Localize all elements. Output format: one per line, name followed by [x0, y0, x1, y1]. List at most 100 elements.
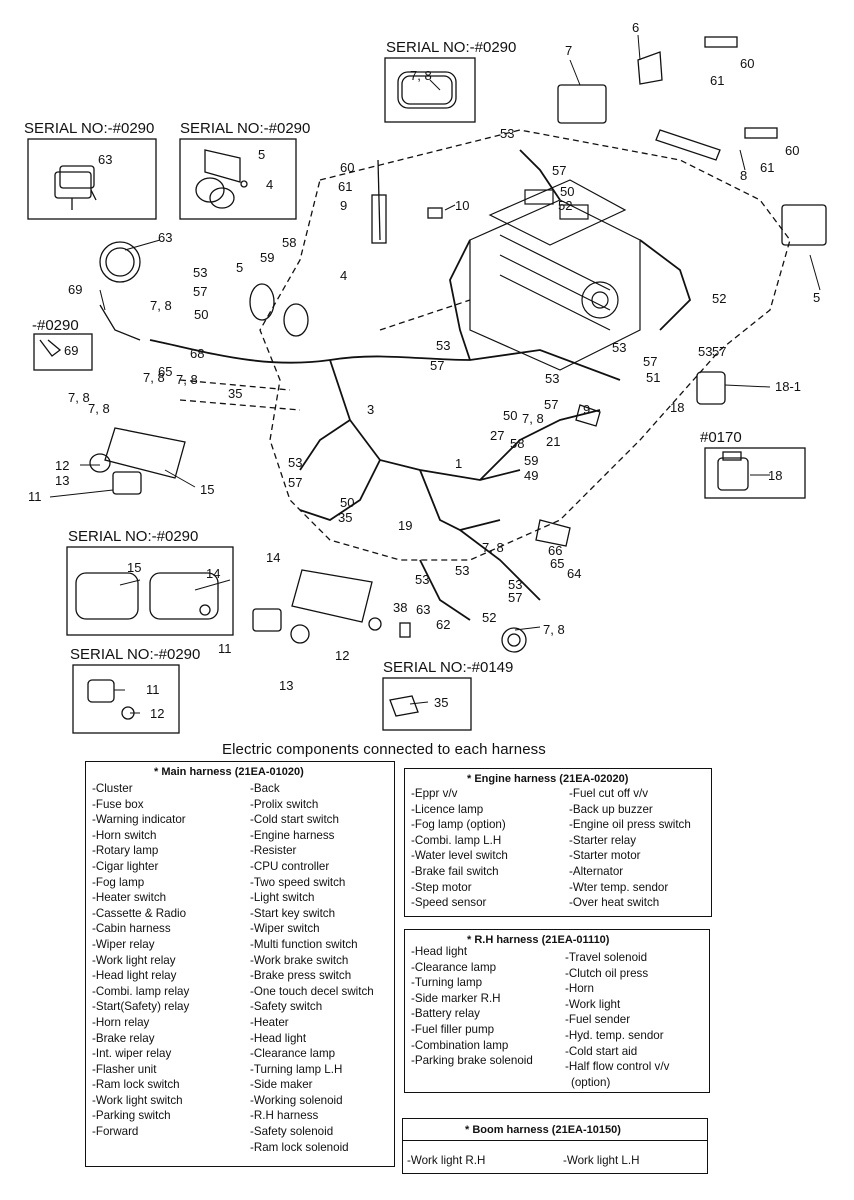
list-item: -Clearance lamp — [411, 960, 497, 974]
list-item: -One touch decel switch — [250, 984, 374, 998]
callout-51c: 61 — [338, 179, 352, 194]
callout-43b: 52 — [712, 291, 726, 306]
list-item: -Starter motor — [569, 849, 641, 863]
callout-7: 5 — [813, 290, 820, 305]
callout-57: 65 — [158, 364, 172, 379]
callout-27b: 35 — [434, 695, 448, 710]
callout-21: 27 — [490, 428, 504, 443]
serial-box-18: #0170 — [700, 429, 806, 499]
callout-46c: 53 — [436, 338, 450, 353]
list-item: -Fog lamp — [92, 875, 145, 889]
list-item: -Combi. lamp L.H — [411, 833, 502, 847]
list-item: -Wiper relay — [92, 937, 155, 951]
list-item: -Speed sensor — [411, 896, 487, 910]
list-item: -Side marker R.H — [411, 991, 501, 1005]
serial-label: #0170 — [700, 429, 742, 446]
list-item: -Int. wiper relay — [92, 1047, 172, 1061]
callout-70: 7, 8 — [522, 411, 544, 426]
callout-68: 7, 8 — [150, 298, 172, 313]
engine-harness-right-list: -Fuel cut off v/v -Back up buzzer -Engin… — [569, 786, 691, 911]
list-item: -Side maker — [250, 1078, 313, 1092]
callout-15b: 13 — [279, 678, 293, 693]
callout-15: 13 — [55, 473, 69, 488]
list-item: -Clearance lamp — [250, 1047, 336, 1061]
callout-62b: 69 — [64, 343, 78, 358]
callout-48b: 58 — [510, 436, 524, 451]
callout-labels: 7, 8 7 6 60 61 60 61 8 5 53 57 50 52 60 … — [28, 20, 820, 721]
list-item: -Water level switch — [411, 849, 508, 863]
callout-7-8: 7, 8 — [410, 68, 432, 83]
boom-harness-box: * Boom harness (21EA-10150) -Work light … — [402, 1118, 708, 1174]
list-item: -Start key switch — [250, 906, 336, 920]
callout-16: 14 — [206, 566, 220, 581]
list-item: -Combi. lamp relay — [92, 984, 190, 998]
list-item: -Work light L.H — [563, 1154, 640, 1167]
callout-20: 21 — [546, 434, 560, 449]
engine-harness-left-list: -Eppr v/v -Licence lamp -Fog lamp (optio… — [411, 786, 508, 911]
list-item: -Alternator — [569, 864, 624, 878]
callout-47b: 57 — [193, 284, 207, 299]
main-harness-title: * Main harness (21EA-01020) — [154, 766, 304, 778]
callout-46: 53 — [500, 126, 514, 141]
list-item: -Fog lamp (option) — [411, 818, 506, 832]
serial-box-16-17: SERIAL NO:-#0290 — [66, 528, 234, 636]
list-item: -Fuse box — [92, 797, 144, 811]
rh-harness-right-list: -Travel solenoid -Clutch oil press -Horn… — [565, 950, 669, 1090]
list-item: -Ram lock solenoid — [250, 1140, 349, 1154]
boom-harness-right-list: -Work light L.H — [563, 1153, 639, 1169]
list-item: (option) — [571, 1075, 611, 1089]
callout-12: 10 — [455, 198, 469, 213]
callout-18: 18 — [670, 400, 684, 415]
callout-40d: 50 — [340, 495, 354, 510]
list-item: -Head light — [250, 1031, 307, 1045]
callout-46h: 53 — [508, 577, 522, 592]
callout-43: 52 — [558, 198, 572, 213]
callout-38: 38 — [393, 600, 407, 615]
callout-41: 51 — [646, 370, 660, 385]
callout-53: 63 — [416, 602, 430, 617]
rh-harness-box: * R.H harness (21EA-01110) -Head light -… — [404, 929, 710, 1093]
callout-1: 1 — [455, 456, 462, 471]
callout-13: 11 — [28, 489, 42, 504]
section-title: Electric components connected to each ha… — [222, 741, 546, 758]
callout-13b: 11 — [218, 641, 232, 656]
list-item: -Cassette & Radio — [92, 906, 187, 920]
callout-17: 15 — [200, 482, 214, 497]
list-item: -Engine harness — [250, 828, 335, 842]
callout-40c: 50 — [503, 408, 517, 423]
callout-50: 60 — [740, 56, 754, 71]
list-item: -Back — [250, 782, 280, 795]
list-item: -Safety solenoid — [250, 1125, 334, 1139]
machine-outline — [179, 129, 791, 561]
serial-box-4-5: SERIAL NO:-#0290 — [179, 120, 310, 220]
list-item: -Combination lamp — [411, 1038, 509, 1052]
list-item: -Fuel sender — [565, 1013, 631, 1027]
list-item: -Warning indicator — [92, 813, 186, 827]
callout-46d: 53 — [545, 371, 559, 386]
list-item: -CPU controller — [250, 859, 330, 873]
main-harness-box: * Main harness (21EA-01020) -Cluster -Fu… — [85, 761, 395, 1167]
callout-51: 61 — [710, 73, 724, 88]
callout-14: 12 — [55, 458, 69, 473]
list-item: -Work light R.H — [407, 1154, 486, 1167]
list-item: -Start(Safety) relay — [92, 1000, 190, 1014]
callout-50c: 60 — [340, 160, 354, 175]
list-item: -Turning lamp — [411, 976, 483, 990]
callout-39: 49 — [524, 468, 538, 483]
callout-4: 4 — [266, 177, 273, 192]
list-item: -Brake press switch — [250, 969, 352, 983]
list-item: -Travel solenoid — [565, 951, 648, 964]
list-item: -Parking switch — [92, 1109, 171, 1123]
callout-62: 69 — [68, 282, 82, 297]
list-item: -Engine oil press switch — [569, 818, 691, 832]
list-item: -Head light — [411, 945, 468, 958]
list-item: -Step motor — [411, 880, 472, 894]
callout-50b: 60 — [785, 143, 799, 158]
list-item: -Working solenoid — [250, 1093, 343, 1107]
serial-label: SERIAL NO:-#0149 — [383, 659, 513, 676]
list-item: -Cold start switch — [250, 813, 339, 827]
rh-harness-left-list: -Head light -Clearance lamp -Turning lam… — [411, 944, 533, 1069]
list-item: -Licence lamp — [411, 802, 484, 816]
list-item: -Safety switch — [250, 1000, 323, 1014]
callout-46f: 53 — [698, 344, 712, 359]
